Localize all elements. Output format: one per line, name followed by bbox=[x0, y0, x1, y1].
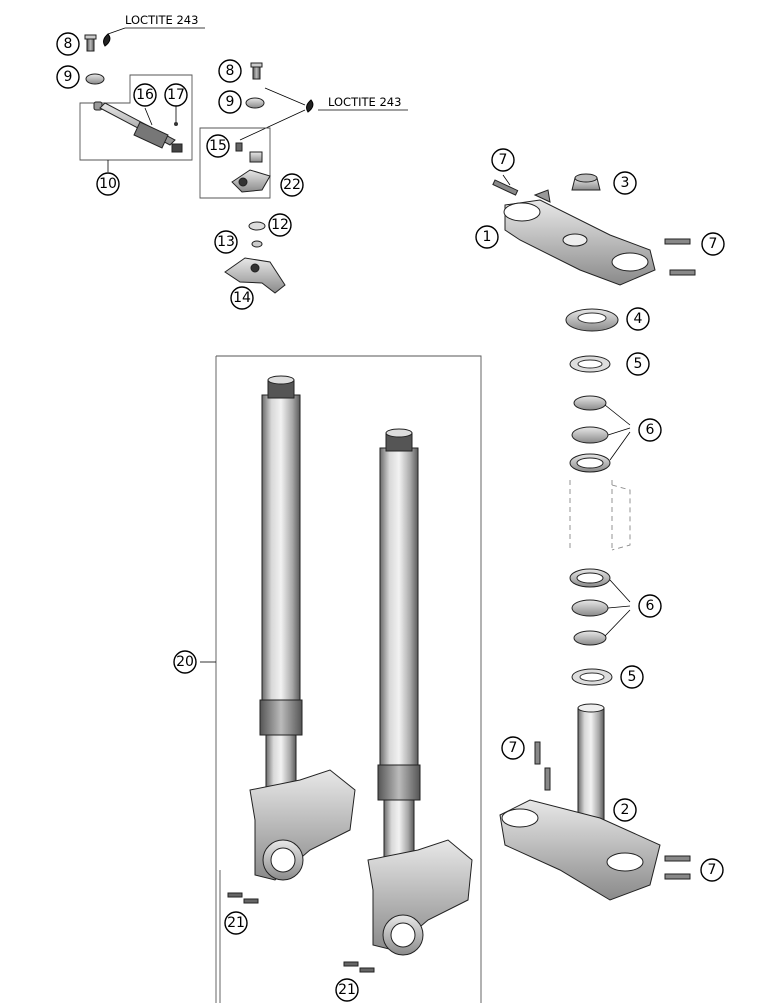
loctite-drop-icon bbox=[103, 33, 111, 47]
callout-21-left: 21 bbox=[224, 911, 248, 935]
washer-part-13 bbox=[251, 240, 263, 248]
svg-text:1: 1 bbox=[483, 229, 492, 245]
callout-4: 4 bbox=[626, 307, 650, 331]
nut-part-3 bbox=[571, 173, 601, 191]
svg-text:20: 20 bbox=[176, 654, 194, 670]
bolt-part-7e bbox=[664, 855, 691, 862]
upper-triple-clamp-part bbox=[503, 189, 656, 286]
callout-15: 15 bbox=[206, 134, 230, 158]
callout-22: 22 bbox=[280, 173, 304, 197]
svg-text:10: 10 bbox=[99, 176, 117, 192]
washer-part-12 bbox=[248, 221, 266, 231]
svg-text:16: 16 bbox=[136, 87, 154, 103]
callout-13: 13 bbox=[214, 230, 238, 254]
svg-text:3: 3 bbox=[621, 175, 630, 191]
svg-text:21: 21 bbox=[227, 915, 245, 931]
clamp-screws-part-21a bbox=[227, 892, 259, 904]
steering-damper-part bbox=[93, 101, 183, 153]
screw-part-8b bbox=[250, 62, 263, 80]
svg-text:2: 2 bbox=[621, 802, 630, 818]
svg-text:13: 13 bbox=[217, 234, 235, 250]
callout-7-right: 7 bbox=[701, 232, 725, 256]
svg-text:17: 17 bbox=[167, 87, 185, 103]
svg-text:9: 9 bbox=[64, 69, 73, 85]
callout-3: 3 bbox=[613, 171, 637, 195]
clamp-screws-part-21b bbox=[343, 961, 375, 973]
svg-text:15: 15 bbox=[209, 138, 227, 154]
svg-text:7: 7 bbox=[709, 236, 718, 252]
bearing-set-upper-6 bbox=[569, 395, 611, 473]
loctite-note-2: LOCTITE 243 bbox=[328, 95, 401, 109]
lower-triple-clamp-part bbox=[499, 703, 661, 901]
bolt-part-7b bbox=[664, 238, 691, 245]
svg-text:6: 6 bbox=[646, 598, 655, 614]
svg-text:7: 7 bbox=[509, 740, 518, 756]
callout-9-center: 9 bbox=[218, 90, 242, 114]
screw-part-8a bbox=[84, 34, 97, 52]
callout-14: 14 bbox=[230, 286, 254, 310]
callout-20: 20 bbox=[173, 650, 197, 674]
callout-2: 2 bbox=[613, 798, 637, 822]
loctite-note-1: LOCTITE 243 bbox=[125, 13, 198, 27]
cap-part-9b bbox=[245, 97, 265, 109]
fork-leg-left bbox=[249, 375, 356, 881]
bushing-part bbox=[249, 151, 263, 163]
callout-12: 12 bbox=[268, 213, 292, 237]
svg-text:21: 21 bbox=[338, 982, 356, 998]
bearing-set-lower-6 bbox=[569, 568, 611, 646]
callout-9-left: 9 bbox=[56, 65, 80, 89]
bolt-part-7a bbox=[492, 179, 519, 196]
clamp-part-14 bbox=[224, 257, 286, 294]
callout-7-lower-right: 7 bbox=[700, 858, 724, 882]
bolt-part-7d bbox=[534, 741, 551, 791]
loctite-drop-icon-2 bbox=[306, 99, 314, 113]
callout-7-lower-left: 7 bbox=[501, 736, 525, 760]
svg-text:4: 4 bbox=[634, 311, 643, 327]
svg-text:5: 5 bbox=[634, 356, 643, 372]
svg-text:14: 14 bbox=[233, 290, 251, 306]
fork-leg-right bbox=[367, 428, 473, 956]
callout-10: 10 bbox=[96, 172, 120, 196]
callout-7-top: 7 bbox=[491, 148, 515, 172]
svg-text:22: 22 bbox=[283, 177, 301, 193]
svg-text:8: 8 bbox=[226, 63, 235, 79]
callout-17: 17 bbox=[164, 83, 188, 107]
callout-6-lower: 6 bbox=[638, 594, 662, 618]
callout-5-upper: 5 bbox=[626, 352, 650, 376]
callout-8-center: 8 bbox=[218, 59, 242, 83]
bolt-part-7f bbox=[664, 873, 691, 880]
svg-text:9: 9 bbox=[226, 94, 235, 110]
callout-5-lower: 5 bbox=[620, 665, 644, 689]
svg-text:5: 5 bbox=[628, 669, 637, 685]
svg-text:12: 12 bbox=[271, 217, 289, 233]
bolt-part-15 bbox=[235, 142, 243, 152]
svg-text:7: 7 bbox=[499, 152, 508, 168]
callout-1: 1 bbox=[475, 225, 499, 249]
callout-16: 16 bbox=[133, 83, 157, 107]
callout-21-bottom: 21 bbox=[335, 978, 359, 1002]
callout-6-upper: 6 bbox=[638, 418, 662, 442]
bracket-part-22 bbox=[231, 169, 271, 193]
bolt-part-7c bbox=[669, 269, 696, 276]
svg-text:8: 8 bbox=[64, 36, 73, 52]
svg-text:7: 7 bbox=[708, 862, 717, 878]
callout-8-left: 8 bbox=[56, 32, 80, 56]
svg-text:6: 6 bbox=[646, 422, 655, 438]
cap-part-9a bbox=[85, 73, 105, 85]
